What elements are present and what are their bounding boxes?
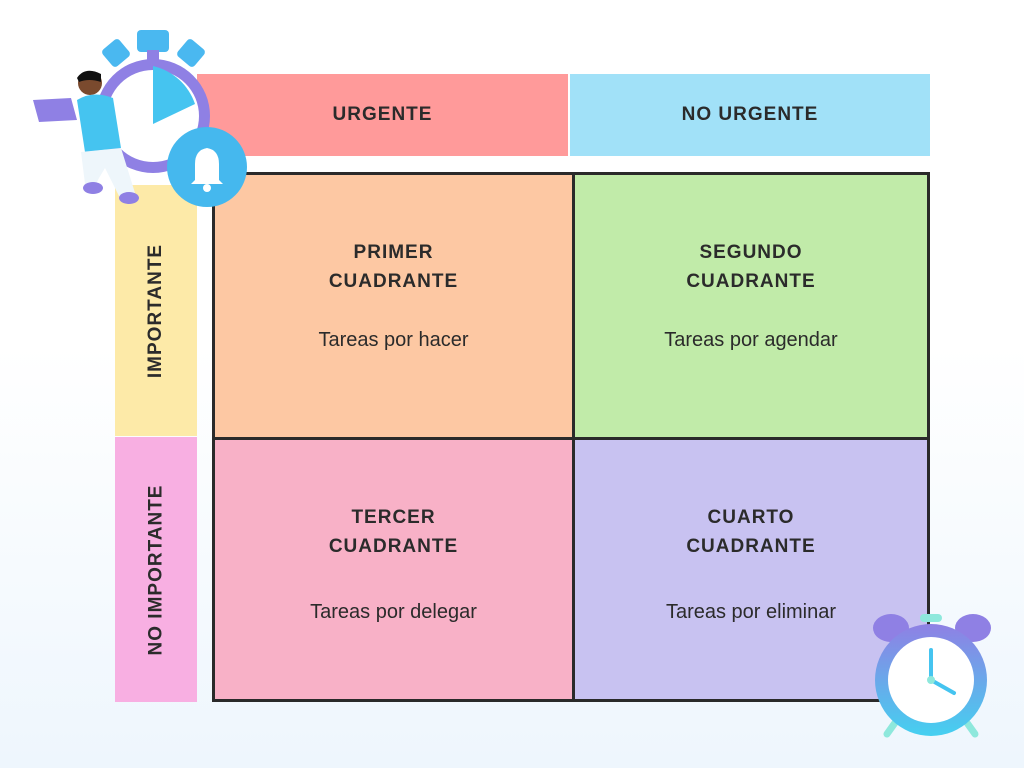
- row-not-important-label: NO IMPORTANTE: [145, 484, 167, 655]
- title-line: CUADRANTE: [328, 271, 459, 292]
- row-important: IMPORTANTE: [115, 185, 197, 436]
- person-icon: [33, 70, 139, 204]
- quadrant-title: SEGUNDO CUADRANTE: [575, 238, 927, 296]
- header-urgent-label: URGENTE: [332, 104, 433, 125]
- quadrant-title: PRIMER CUADRANTE: [215, 238, 572, 296]
- bell-icon: [167, 127, 247, 207]
- header-urgent: URGENTE: [197, 74, 568, 156]
- quadrant-subtitle: Tareas por hacer: [318, 329, 469, 351]
- quadrant-title: TERCER CUADRANTE: [215, 503, 572, 561]
- quadrant-subtitle: Tareas por eliminar: [665, 601, 837, 623]
- stopwatch-person-illustration: [33, 30, 247, 207]
- quadrant-1: PRIMER CUADRANTE Tareas por hacer: [215, 175, 572, 437]
- title-line: TERCER: [351, 507, 436, 528]
- quadrant-2: SEGUNDO CUADRANTE Tareas por agendar: [572, 175, 927, 437]
- row-not-important: NO IMPORTANTE: [115, 437, 197, 702]
- title-line: SEGUNDO: [699, 242, 803, 263]
- row-important-label: IMPORTANTE: [145, 243, 167, 378]
- title-line: CUARTO: [707, 507, 795, 528]
- header-not-urgent-label: NO URGENTE: [681, 104, 819, 125]
- title-line: CUADRANTE: [686, 536, 816, 557]
- title-line: CUADRANTE: [686, 271, 816, 292]
- title-line: PRIMER: [353, 242, 434, 263]
- quadrant-title: CUARTO CUADRANTE: [575, 503, 927, 561]
- header-not-urgent: NO URGENTE: [570, 74, 930, 156]
- quadrant-subtitle: Tareas por agendar: [664, 329, 838, 351]
- eisenhower-matrix: PRIMER CUADRANTE Tareas por hacer SEGUNDO…: [212, 172, 930, 702]
- alarm-clock-illustration: [873, 614, 991, 738]
- quadrant-3: TERCER CUADRANTE Tareas por delegar: [215, 437, 572, 699]
- title-line: CUADRANTE: [328, 536, 459, 557]
- quadrant-4: CUARTO CUADRANTE Tareas por eliminar: [572, 437, 927, 699]
- quadrant-subtitle: Tareas por delegar: [310, 601, 477, 623]
